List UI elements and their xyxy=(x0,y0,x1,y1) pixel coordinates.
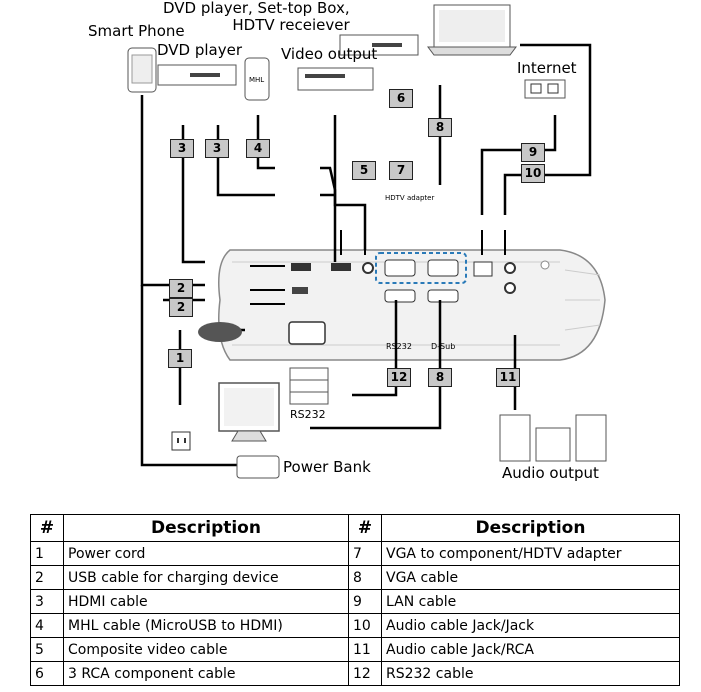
laptop-device xyxy=(427,4,517,56)
callout-4: 4 xyxy=(246,139,270,158)
cell-desc: Composite video cable xyxy=(63,637,349,662)
callout-11: 11 xyxy=(496,368,520,387)
connection-diagram xyxy=(127,4,607,479)
cell-desc: VGA to component/HDTV adapter xyxy=(381,541,680,566)
projector-ports xyxy=(288,252,550,345)
cell-num: 9 xyxy=(348,589,382,614)
label-dvd-settop-hdtv: DVD player, Set-top Box, HDTV receiever xyxy=(163,0,350,34)
cell-desc: Power cord xyxy=(63,541,349,566)
table-header-row: # Description # Description xyxy=(30,514,680,542)
table-row: 5 Composite video cable 11 Audio cable J… xyxy=(30,637,680,662)
video-output-device xyxy=(297,67,374,91)
table-row: 4 MHL cable (MicroUSB to HDMI) 10 Audio … xyxy=(30,613,680,638)
dvd-player-device xyxy=(157,64,237,86)
power-bank-device xyxy=(236,455,280,479)
cell-desc: Audio cable Jack/Jack xyxy=(381,613,680,638)
table-row: 1 Power cord 7 VGA to component/HDTV ada… xyxy=(30,541,680,566)
label-dvd-player: DVD player xyxy=(157,41,243,59)
header-num-2: # xyxy=(348,514,382,542)
label-video-output: Video output xyxy=(281,45,378,63)
cell-desc: 3 RCA component cable xyxy=(63,661,349,686)
cell-desc: USB cable for charging device xyxy=(63,565,349,590)
callout-3b: 3 xyxy=(205,139,229,158)
port-arrows xyxy=(250,230,506,305)
cell-desc: VGA cable xyxy=(381,565,680,590)
description-table: # Description # Description 1 Power cord… xyxy=(30,514,680,686)
label-smart-phone: Smart Phone xyxy=(88,22,185,40)
callout-3a: 3 xyxy=(170,139,194,158)
table-row: 3 HDMI cable 9 LAN cable xyxy=(30,589,680,614)
label-dsub-connector: D-Sub xyxy=(431,342,456,351)
label-rs232: RS232 xyxy=(290,408,326,421)
power-plug xyxy=(198,322,242,342)
header-desc-1: Description xyxy=(63,514,349,542)
callout-9: 9 xyxy=(521,143,545,162)
rs232-device xyxy=(289,367,329,405)
callout-12: 12 xyxy=(387,368,411,387)
label-mhl: MHL xyxy=(249,76,265,84)
callout-2b: 2 xyxy=(169,298,193,317)
cell-num: 3 xyxy=(30,589,64,614)
callout-8b: 8 xyxy=(428,368,452,387)
callout-6: 6 xyxy=(389,89,413,108)
label-power-bank: Power Bank xyxy=(283,458,371,476)
callout-5: 5 xyxy=(352,161,376,180)
monitor-device xyxy=(218,382,280,442)
cell-desc: HDMI cable xyxy=(63,589,349,614)
cell-num: 12 xyxy=(348,661,382,686)
callout-1: 1 xyxy=(168,349,192,368)
label-rs232-connector: RS232 xyxy=(386,342,412,351)
outlet-device xyxy=(171,431,191,451)
smart-phone-device xyxy=(127,47,157,93)
cell-desc: RS232 cable xyxy=(381,661,680,686)
cell-num: 8 xyxy=(348,565,382,590)
cables xyxy=(140,43,592,467)
table-row: 6 3 RCA component cable 12 RS232 cable xyxy=(30,661,680,686)
callout-7: 7 xyxy=(389,161,413,180)
header-num-1: # xyxy=(30,514,64,542)
header-desc-2: Description xyxy=(381,514,680,542)
wall-jack-device xyxy=(524,79,566,99)
callout-10: 10 xyxy=(521,164,545,183)
cell-desc: MHL cable (MicroUSB to HDMI) xyxy=(63,613,349,638)
cell-desc: LAN cable xyxy=(381,589,680,614)
callout-8a: 8 xyxy=(428,118,452,137)
table-row: 2 USB cable for charging device 8 VGA ca… xyxy=(30,565,680,590)
cell-desc: Audio cable Jack/RCA xyxy=(381,637,680,662)
cell-num: 11 xyxy=(348,637,382,662)
label-hdtv-adapter: HDTV adapter xyxy=(385,194,435,202)
speakers-device xyxy=(499,414,607,462)
cell-num: 7 xyxy=(348,541,382,566)
cell-num: 2 xyxy=(30,565,64,590)
label-audio-output: Audio output xyxy=(502,464,599,482)
mhl-phone-device xyxy=(244,57,270,101)
cell-num: 10 xyxy=(348,613,382,638)
callout-2a: 2 xyxy=(169,279,193,298)
label-internet: Internet xyxy=(517,59,577,77)
cell-num: 4 xyxy=(30,613,64,638)
cell-num: 1 xyxy=(30,541,64,566)
cell-num: 6 xyxy=(30,661,64,686)
settop-box-device xyxy=(339,34,419,56)
cell-num: 5 xyxy=(30,637,64,662)
